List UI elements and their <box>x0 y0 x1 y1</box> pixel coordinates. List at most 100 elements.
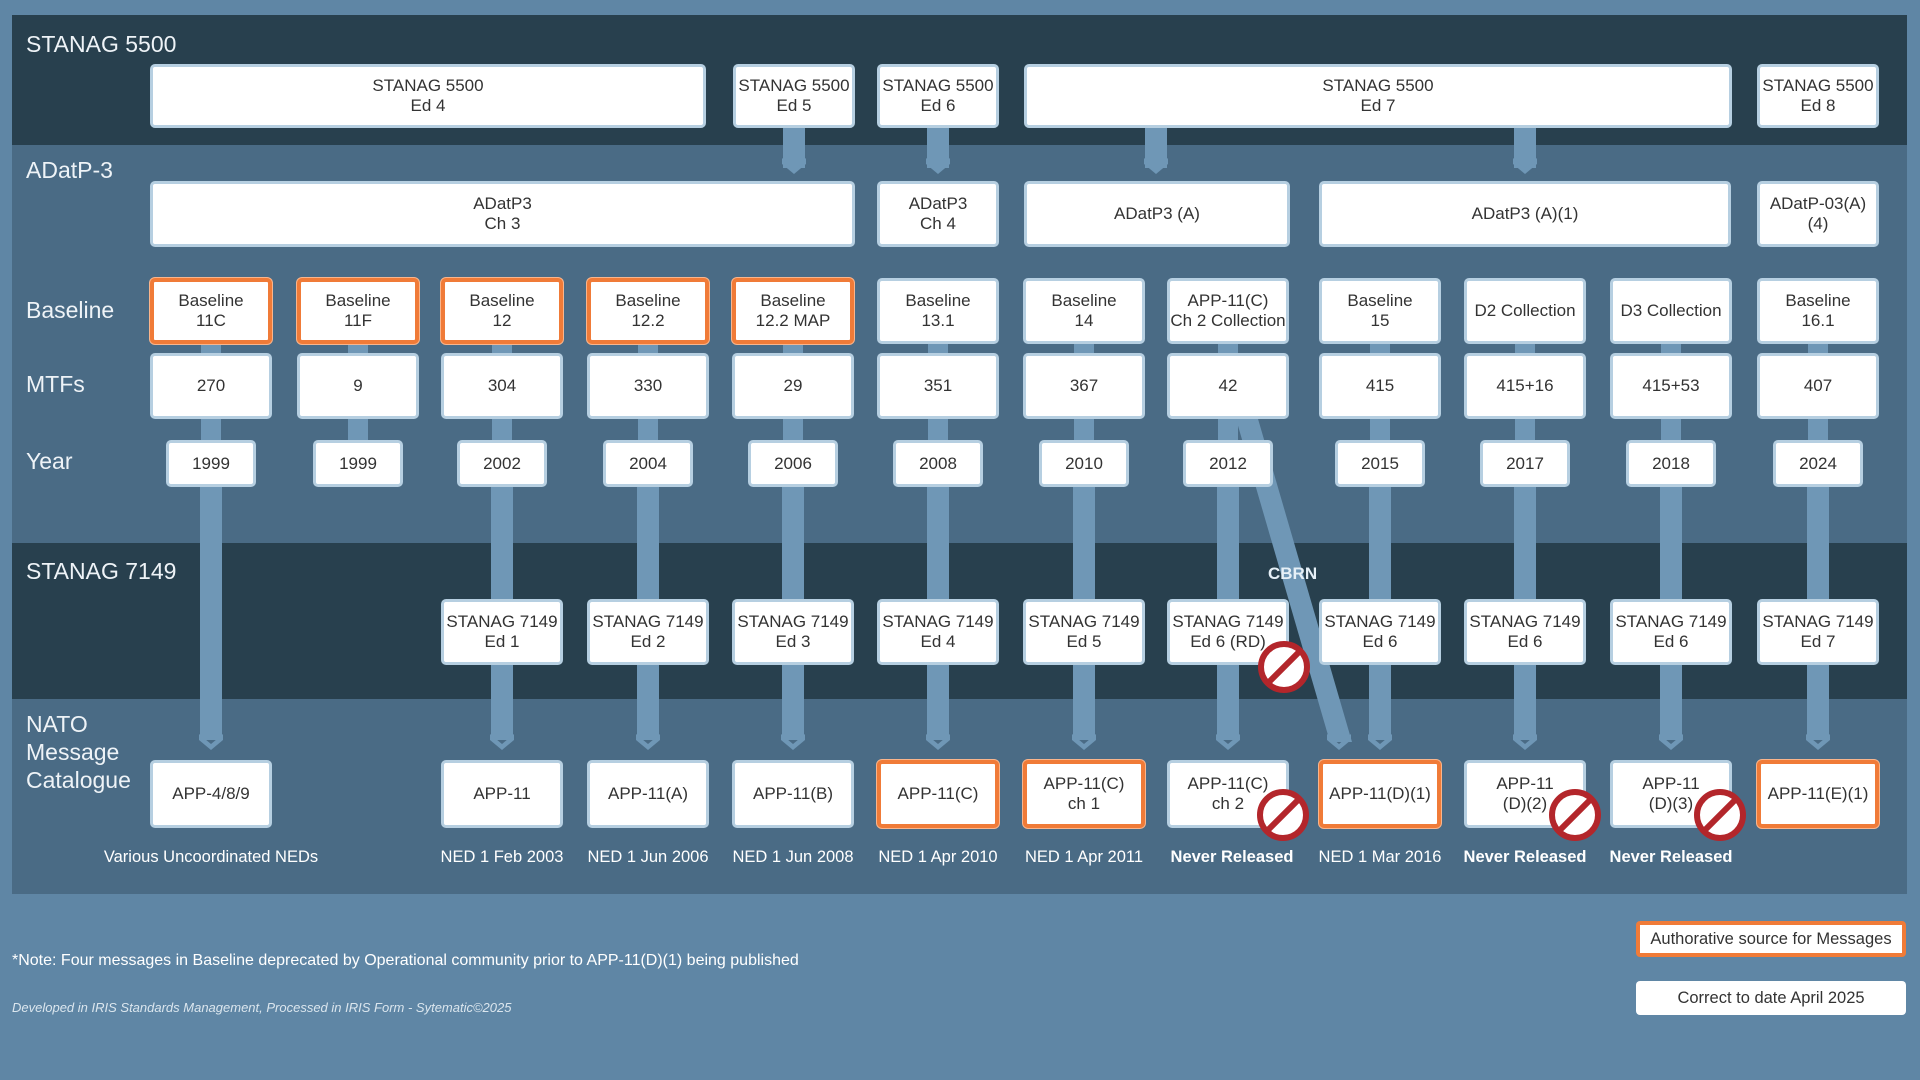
stanag7149-box: STANAG 7149 Ed 3 <box>732 599 854 665</box>
stanag7149-box: STANAG 7149 Ed 5 <box>1023 599 1145 665</box>
stanag5500-box: STANAG 5500 Ed 8 <box>1757 64 1879 128</box>
year-box: 2010 <box>1039 440 1129 487</box>
mtf-count-box: 407 <box>1757 353 1879 419</box>
row-label-stanag5500: STANAG 5500 <box>26 31 177 57</box>
adatp3-box: ADatP3 (A) <box>1024 181 1290 247</box>
stanag5500-box: STANAG 5500 Ed 7 <box>1024 64 1732 128</box>
mtf-count-box: 304 <box>441 353 563 419</box>
connector-pipe <box>927 484 949 606</box>
year-box: 2004 <box>603 440 693 487</box>
connector-pipe <box>1217 664 1239 740</box>
year-box: 1999 <box>166 440 256 487</box>
stanag7149-box: STANAG 7149 Ed 6 <box>1610 599 1732 665</box>
connector-pipe <box>927 128 949 168</box>
year-box: 2017 <box>1480 440 1570 487</box>
mtf-count-box: 9 <box>297 353 419 419</box>
row-label-stanag7149: STANAG 7149 <box>26 558 177 584</box>
ned-note: NED 1 Feb 2003 <box>440 848 564 866</box>
year-box: 1999 <box>313 440 403 487</box>
connector-pipe <box>1145 128 1167 168</box>
year-box: 2002 <box>457 440 547 487</box>
connector-pipe <box>637 484 659 606</box>
stanag7149-box: STANAG 7149 Ed 7 <box>1757 599 1879 665</box>
footnote: *Note: Four messages in Baseline depreca… <box>12 952 799 969</box>
ned-note: Various Uncoordinated NEDs <box>103 848 319 866</box>
stanag7149-box: STANAG 7149 Ed 2 <box>587 599 709 665</box>
baseline-box: Baseline 12 <box>441 278 563 344</box>
ned-note: NED 1 Apr 2011 <box>1024 848 1143 866</box>
row-label-mtfs: MTFs <box>26 371 85 397</box>
connector-pipe <box>1514 128 1536 168</box>
mtf-count-box: 415 <box>1319 353 1441 419</box>
year-box: 2008 <box>893 440 983 487</box>
cbrn-label: CBRN <box>1268 564 1318 583</box>
year-box: 2012 <box>1183 440 1273 487</box>
row-label-baseline: Baseline <box>26 297 115 323</box>
catalogue-box: APP-11(E)(1) <box>1757 760 1879 828</box>
connector-pipe <box>927 664 949 740</box>
mtf-count-box: 351 <box>877 353 999 419</box>
catalogue-box: APP-11 <box>441 760 563 828</box>
connector-pipe <box>200 484 222 740</box>
year-box: 2018 <box>1626 440 1716 487</box>
baseline-box: D3 Collection <box>1610 278 1732 344</box>
baseline-box: Baseline 12.2 MAP <box>732 278 854 344</box>
stanag5500-box: STANAG 5500 Ed 5 <box>733 64 855 128</box>
baseline-box: Baseline 16.1 <box>1757 278 1879 344</box>
mtf-count-box: 415+16 <box>1464 353 1586 419</box>
connector-pipe <box>1807 664 1829 740</box>
mtf-count-box: 415+53 <box>1610 353 1732 419</box>
connector-pipe <box>783 128 805 168</box>
row-label-adatp3: ADatP-3 <box>26 157 113 183</box>
connector-pipe <box>1369 484 1391 606</box>
mtf-count-box: 42 <box>1167 353 1289 419</box>
mtf-count-box: 330 <box>587 353 709 419</box>
connector-pipe <box>1514 484 1536 606</box>
catalogue-box: APP-11 (D)(3) <box>1610 760 1732 828</box>
credit-line: Developed in IRIS Standards Management, … <box>12 1000 512 1015</box>
catalogue-box: APP-11(C) ch 2 <box>1167 760 1289 828</box>
baseline-box: D2 Collection <box>1464 278 1586 344</box>
year-box: 2015 <box>1335 440 1425 487</box>
catalogue-box: APP-11(C) ch 1 <box>1023 760 1145 828</box>
connector-pipe <box>782 664 804 740</box>
stanag5500-box: STANAG 5500 Ed 4 <box>150 64 706 128</box>
baseline-box: Baseline 15 <box>1319 278 1441 344</box>
connector-pipe <box>1369 664 1391 740</box>
mtf-count-box: 270 <box>150 353 272 419</box>
stanag7149-box: STANAG 7149 Ed 1 <box>441 599 563 665</box>
connector-pipe <box>1807 484 1829 606</box>
baseline-box: Baseline 14 <box>1023 278 1145 344</box>
ned-note: Never Released <box>1463 848 1587 866</box>
baseline-box: APP-11(C) Ch 2 Collection <box>1167 278 1289 344</box>
baseline-box: Baseline 11F <box>297 278 419 344</box>
stanag7149-box: STANAG 7149 Ed 6 <box>1319 599 1441 665</box>
stanag7149-box: STANAG 7149 Ed 4 <box>877 599 999 665</box>
year-box: 2006 <box>748 440 838 487</box>
catalogue-box: APP-4/8/9 <box>150 760 272 828</box>
connector-pipe <box>637 664 659 740</box>
year-box: 2024 <box>1773 440 1863 487</box>
connector-pipe <box>1073 484 1095 606</box>
legend-correct-to-date: Correct to date April 2025 <box>1636 981 1906 1015</box>
catalogue-box: APP-11(C) <box>877 760 999 828</box>
baseline-box: Baseline 12.2 <box>587 278 709 344</box>
stanag7149-box: STANAG 7149 Ed 6 <box>1464 599 1586 665</box>
connector-pipe <box>491 484 513 606</box>
adatp3-box: ADatP3 Ch 4 <box>877 181 999 247</box>
ned-note: NED 1 Apr 2010 <box>878 848 998 866</box>
catalogue-box: APP-11(A) <box>587 760 709 828</box>
mtf-count-box: 367 <box>1023 353 1145 419</box>
baseline-box: Baseline 13.1 <box>877 278 999 344</box>
stanag5500-box: STANAG 5500 Ed 6 <box>877 64 999 128</box>
catalogue-box: APP-11(B) <box>732 760 854 828</box>
mtf-count-box: 29 <box>732 353 854 419</box>
connector-pipe <box>782 484 804 606</box>
ned-note: NED 1 Mar 2016 <box>1318 848 1442 866</box>
connector-pipe <box>1514 664 1536 740</box>
row-label-catalogue: NATO Message Catalogue <box>26 711 131 793</box>
row-label-year: Year <box>26 448 73 474</box>
adatp3-box: ADatP3 (A)(1) <box>1319 181 1731 247</box>
connector-pipe <box>491 664 513 740</box>
stanag7149-box: STANAG 7149 Ed 6 (RD) <box>1167 599 1289 665</box>
